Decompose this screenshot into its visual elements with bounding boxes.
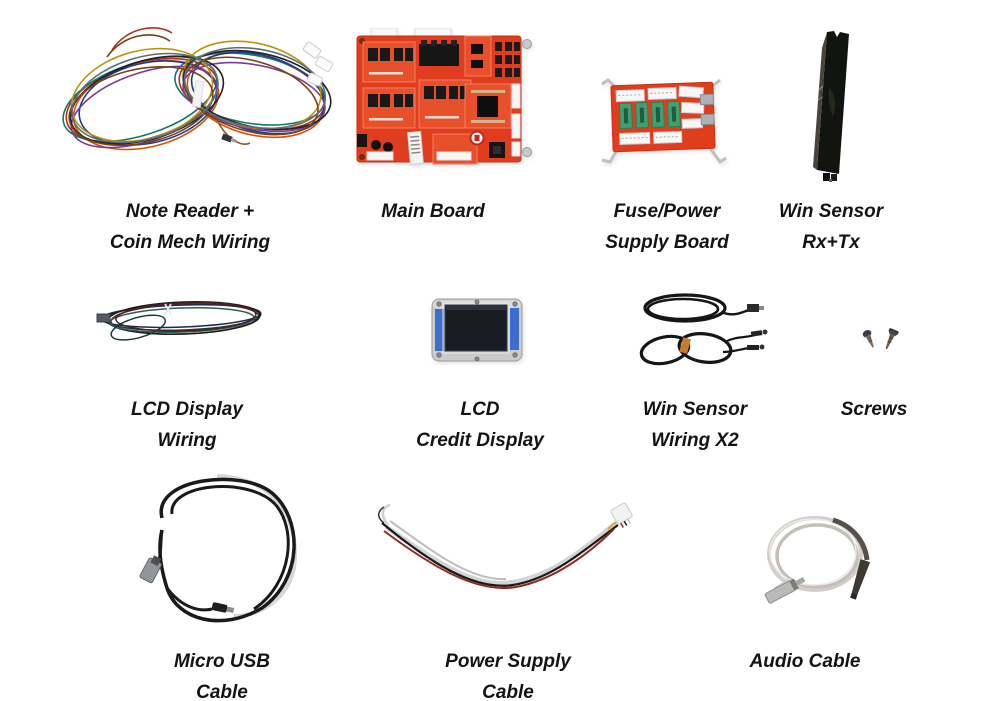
lcd-pcb-edge [510,308,519,350]
win-sensor-wiring-x2-photo [633,286,773,381]
win-sensor-rx-tx-photo [805,28,865,183]
audio-cable-photo [755,502,885,617]
lcd-display-wiring-photo [93,290,273,352]
main-board-photo [353,28,533,170]
usb-cable-image [139,474,297,623]
label-line: Audio Cable [749,651,861,672]
power-cable-image [378,502,633,589]
label-line: LCD Display [131,399,243,420]
screws-photo [855,318,910,363]
label-line: Cable [482,682,534,701]
cable-plug [747,304,759,312]
label-line: Power Supply [445,651,571,672]
label-lcd-credit-display: LCD Credit Display [370,394,590,456]
label-line: Win Sensor [642,399,748,420]
fuse-board-image [601,78,727,165]
label-line: Win Sensor [778,201,884,222]
main-board-image [356,28,532,166]
win-sensor-bar-image [813,31,849,182]
sensor-cables-image [639,293,768,366]
label-screws: Screws [764,394,984,425]
cable-tie [164,303,172,315]
lcd-pcb-edge [435,309,444,351]
usb-port [699,93,715,106]
label-main-board: Main Board [323,196,543,227]
label-micro-usb-cable: Micro USB Cable [112,646,332,701]
mcu-card [464,83,512,129]
label-line: Coin Mech Wiring [109,232,271,253]
label-line: Wiring X2 [651,430,739,451]
label-win-sensor-rx-tx: Win Sensor Rx+Tx [721,196,941,258]
label-win-sensor-wiring-x2: Win Sensor Wiring X2 [585,394,805,456]
label-line: Note Reader + [125,201,255,222]
lcd-credit-display-photo [430,296,525,366]
label-line: Supply Board [605,232,729,253]
harness-connectors [221,41,334,143]
usb-port [700,113,715,126]
label-line: Rx+Tx [802,232,860,253]
power-supply-cable-photo [368,495,643,610]
audio-plug-dark [850,559,871,600]
wiring-connector [96,313,111,323]
label-line: Main Board [381,201,485,222]
label-lcd-display-wiring: LCD Display Wiring [77,394,297,456]
label-line: Fuse/Power [613,201,721,222]
wire-harness-image [62,27,334,151]
fuse-power-supply-board-photo [598,68,733,173]
label-fuse-power-supply-board: Fuse/Power Supply Board [557,196,777,258]
orange-tie [679,337,691,354]
fuse-holders [618,100,681,130]
micro-usb-cable-photo [122,458,312,633]
bezel-screws [436,299,518,362]
label-line: Screws [840,399,908,420]
label-note-reader-coin-mech-wiring: Note Reader + Coin Mech Wiring [80,196,300,258]
label-power-supply-cable: Power Supply Cable [398,646,618,701]
screws-image [862,328,899,350]
driver-daughter-cards [362,41,472,129]
audio-jack-silver [764,577,806,604]
label-audio-cable: Audio Cable [695,646,915,677]
usb-a-connector [139,555,162,584]
lcd-display-image [431,298,523,362]
lcd-screen [444,304,508,352]
lcd-wiring-image [96,301,262,341]
cable-tie [191,80,205,108]
label-line: LCD [460,399,500,420]
power-connector [610,502,633,528]
audio-cable-image [764,516,871,604]
note-reader-coin-mech-wiring-photo [52,15,342,175]
label-line: Credit Display [416,430,544,451]
barcode-sticker [407,130,424,166]
micro-usb-connector [211,602,235,613]
label-line: Wiring [157,430,217,451]
label-line: Cable [196,682,248,701]
label-line: Micro USB [173,651,271,672]
